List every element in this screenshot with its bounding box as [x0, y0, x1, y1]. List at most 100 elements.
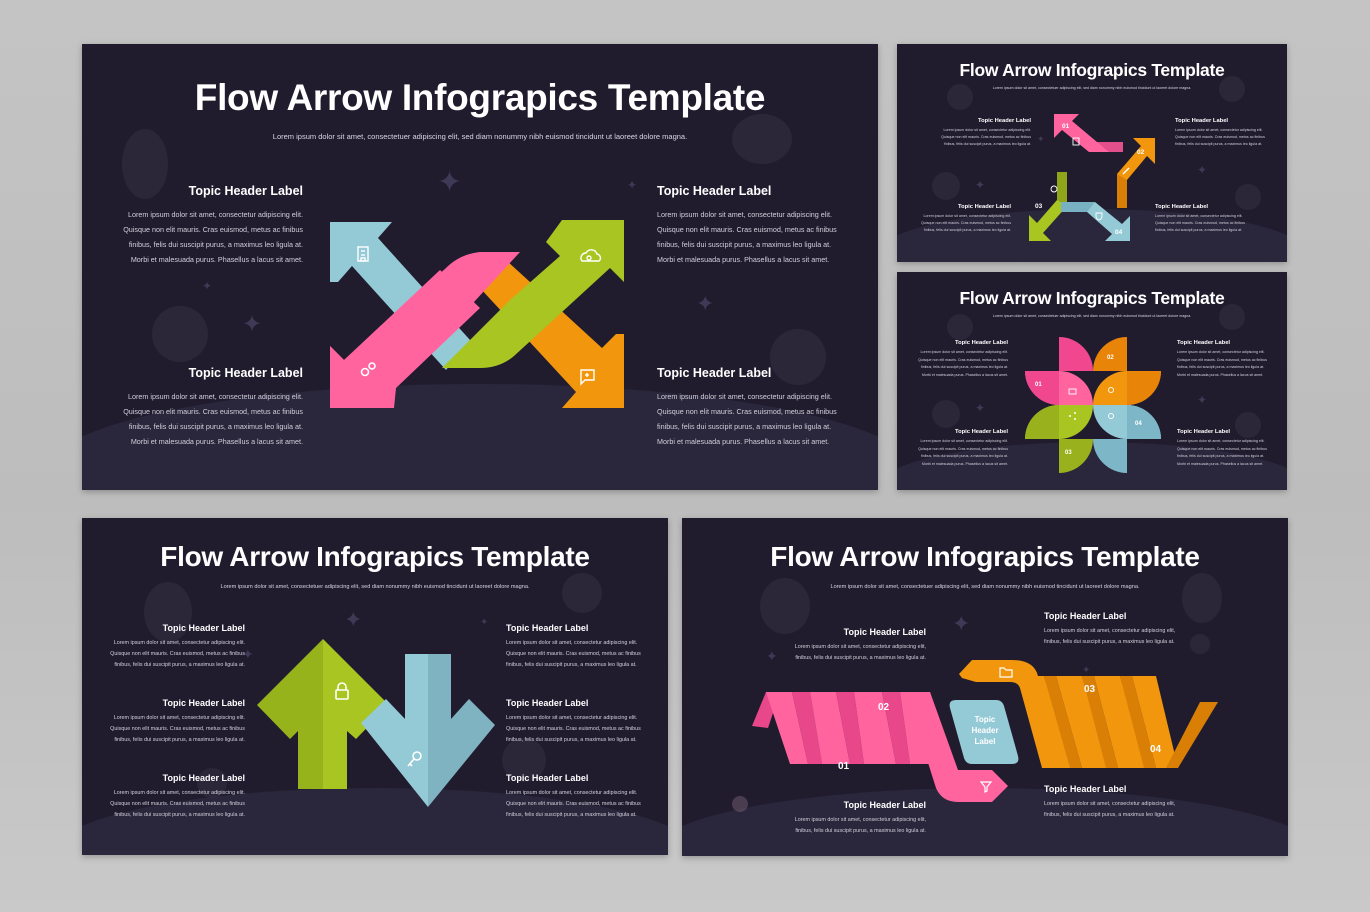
topic-top-left: Topic Header Label Lorem ipsum dolor sit…	[102, 184, 303, 267]
sparkle-icon: ✦	[202, 279, 213, 293]
slide-5-zigzag-ribbons[interactable]: ✦ ✦ ✦ Flow Arrow Infograpics Template Lo…	[682, 518, 1288, 856]
topic-right-1: Topic Header Label Lorem ipsum dolor sit…	[506, 623, 656, 671]
topic-text: Lorem ipsum dolor sit amet, consectetur …	[123, 392, 303, 446]
topic-left-1: Topic Header Label Lorem ipsum dolor sit…	[96, 623, 245, 671]
topic-text: Lorem ipsum dolor sit amet, consectetur …	[1177, 350, 1267, 377]
topic-top-right: Topic Header Label Lorem ipsum dolor sit…	[657, 184, 867, 267]
topic-text: Lorem ipsum dolor sit amet, consectetur …	[110, 790, 245, 818]
topic-top-left: Topic Header Label Lorem ipsum dolor sit…	[927, 118, 1031, 148]
step-label: 03	[1035, 203, 1043, 210]
topic-header: Topic Header Label	[1177, 429, 1231, 435]
topic-text: Lorem ipsum dolor sit amet, consectetur …	[921, 214, 1011, 232]
slide-title: Flow Arrow Infograpics Template	[770, 541, 1200, 572]
bg-bubble	[932, 400, 960, 428]
petal-green-bottom	[1059, 439, 1093, 473]
slide-2-cycle-arrows[interactable]: ✦ ✦ ✦ Flow Arrow Infograpics Template Lo…	[897, 44, 1287, 262]
topic-header: Topic Header Label	[1177, 340, 1231, 346]
bg-bubble	[1190, 634, 1210, 654]
bg-bubble	[152, 306, 208, 362]
topic-text: Lorem ipsum dolor sit amet, consectetur …	[941, 128, 1031, 146]
slide-subtitle: Lorem ipsum dolor sit amet, consectetuer…	[220, 584, 530, 590]
topic-text: Lorem ipsum dolor sit amet, consectetur …	[110, 715, 245, 743]
topic-header: Topic Header Label	[506, 773, 589, 783]
pink-ribbon	[752, 692, 1008, 802]
topic-bottom-right: Topic Header Label Lorem ipsum dolor sit…	[1044, 784, 1204, 821]
slide-subtitle: Lorem ipsum dolor sit amet, consectetuer…	[992, 86, 1192, 90]
bg-bubble	[1219, 76, 1245, 102]
step-label: 02	[878, 702, 890, 713]
sparkle-icon: ✦	[242, 647, 254, 663]
building-icon	[357, 246, 369, 262]
bg-bubble	[947, 314, 973, 340]
step-label: 04	[1115, 229, 1123, 236]
bg-bubble	[197, 768, 227, 798]
topic-bottom-left: Topic Header Label Lorem ipsum dolor sit…	[102, 366, 303, 449]
shield-icon	[1095, 212, 1103, 221]
step-label: 01	[838, 761, 850, 772]
topic-top-left: Topic Header Label Lorem ipsum dolor sit…	[907, 340, 1008, 379]
topic-top-right: Topic Header Label Lorem ipsum dolor sit…	[1175, 118, 1275, 148]
topic-header: Topic Header Label	[1175, 118, 1229, 124]
topic-text: Lorem ipsum dolor sit amet, consectetur …	[110, 640, 245, 668]
topic-text: Lorem ipsum dolor sit amet, consectetur …	[506, 790, 641, 818]
topic-left-3: Topic Header Label Lorem ipsum dolor sit…	[96, 773, 245, 821]
topic-header: Topic Header Label	[657, 366, 772, 380]
bg-bubble	[1219, 304, 1245, 330]
chat-add-icon	[580, 369, 595, 386]
topic-text: Lorem ipsum dolor sit amet, consectetur …	[506, 715, 641, 743]
step-label: 04	[1135, 421, 1142, 427]
slide-subtitle: Lorem ipsum dolor sit amet, consectetuer…	[992, 314, 1192, 318]
topic-text: Lorem ipsum dolor sit amet, consectetur …	[657, 392, 837, 446]
topic-text: Lorem ipsum dolor sit amet, consectetur …	[1175, 128, 1265, 146]
topic-right-2: Topic Header Label Lorem ipsum dolor sit…	[506, 698, 656, 746]
topic-text: Lorem ipsum dolor sit amet, consectetur …	[1044, 628, 1176, 645]
topic-top-right: Topic Header Label Lorem ipsum dolor sit…	[1177, 340, 1277, 379]
topic-text: Lorem ipsum dolor sit amet, consectetur …	[918, 439, 1008, 466]
topic-bottom-right: Topic Header Label Lorem ipsum dolor sit…	[1155, 204, 1255, 234]
pencil-icon	[1122, 167, 1130, 175]
zigzag-ribbon-diagram: Topic Header Label 01 02 03 04	[752, 660, 1218, 802]
topic-text: Lorem ipsum dolor sit amet, consectetur …	[918, 350, 1008, 377]
topic-header: Topic Header Label	[977, 118, 1031, 124]
slide-4-up-down-arrows[interactable]: ✦ ✦ ✦ Flow Arrow Infograpics Template Lo…	[82, 518, 668, 855]
topic-top-left: Topic Header Label Lorem ipsum dolor sit…	[772, 627, 926, 664]
center-label-line: Topic	[975, 715, 996, 724]
bg-bubble	[502, 738, 546, 782]
sparkle-icon: ✦	[437, 165, 463, 200]
bg-bubble	[1235, 412, 1261, 438]
bg-bubble	[770, 329, 826, 385]
sparkle-icon: ✦	[1082, 665, 1091, 676]
cycle-arrows-diagram: 01 02 03 04	[1029, 114, 1155, 241]
slide-title: Flow Arrow Infograpics Template	[160, 541, 590, 572]
topic-left-2: Topic Header Label Lorem ipsum dolor sit…	[96, 698, 245, 746]
briefcase-icon	[1068, 388, 1077, 395]
sparkle-icon: ✦	[480, 617, 489, 628]
topic-header: Topic Header Label	[162, 698, 245, 708]
slide-title: Flow Arrow Infograpics Template	[959, 60, 1225, 80]
slide-3-petal-arrows[interactable]: ✦ ✦ Flow Arrow Infograpics Template Lore…	[897, 272, 1287, 490]
center-label-box: Topic Header Label	[949, 700, 1019, 764]
sparkle-icon: ✦	[952, 612, 971, 637]
bg-bubble	[932, 172, 960, 200]
petal-orange-top	[1093, 337, 1127, 371]
slide-1-cross-arrows[interactable]: ✦ ✦ ✦ ✦ ✦ Flow Arrow Infograpics Templat…	[82, 44, 878, 490]
slide-subtitle: Lorem ipsum dolor sit amet, consectetuer…	[830, 584, 1140, 590]
green-up-arrow	[257, 639, 389, 789]
floor-ellipse	[897, 209, 1287, 262]
bg-bubble	[1235, 184, 1261, 210]
sparkle-icon: ✦	[242, 310, 263, 338]
clipboard-icon	[1072, 137, 1080, 146]
center-label-line: Header	[971, 726, 998, 735]
key-icon	[407, 751, 422, 767]
topic-header: Topic Header Label	[1155, 204, 1209, 210]
user-icon	[1108, 387, 1114, 393]
center-label-line: Label	[975, 737, 996, 746]
topic-text: Lorem ipsum dolor sit amet, consectetur …	[657, 210, 837, 264]
topic-text: Lorem ipsum dolor sit amet, consectetur …	[506, 640, 641, 668]
topic-header: Topic Header Label	[506, 698, 589, 708]
step-label: 03	[1084, 684, 1096, 695]
topic-header: Topic Header Label	[957, 204, 1011, 210]
topic-header: Topic Header Label	[1044, 611, 1127, 621]
gears-icon	[360, 362, 376, 377]
topic-header: Topic Header Label	[188, 366, 303, 380]
